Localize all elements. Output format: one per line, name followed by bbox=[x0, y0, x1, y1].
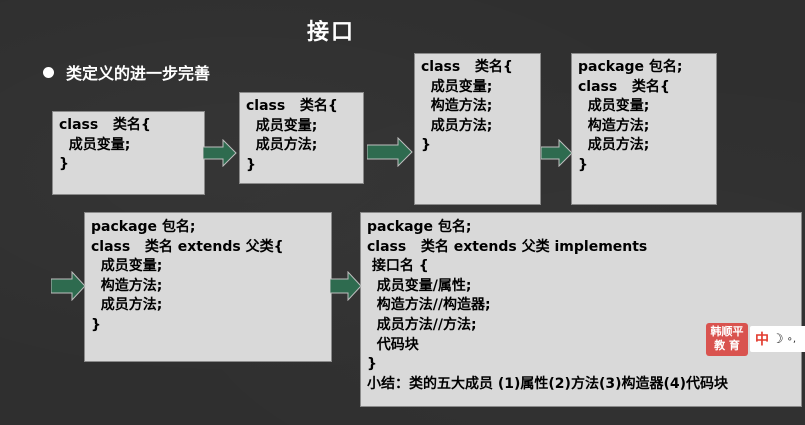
badge-line: 教 育 bbox=[714, 339, 740, 352]
code-line: } bbox=[367, 356, 377, 373]
bullet-row: 类定义的进一步完善 bbox=[43, 60, 210, 84]
code-line: 构造方法//构造器; bbox=[367, 297, 491, 314]
badge-line: 韩顺平 bbox=[710, 325, 744, 338]
code-line: 构造方法; bbox=[421, 98, 493, 114]
code-line: 成员变量; bbox=[59, 136, 131, 153]
code-line: 成员方法; bbox=[91, 297, 163, 313]
code-line: 成员变量; bbox=[421, 78, 493, 95]
code-line: package 包名; bbox=[578, 59, 683, 75]
ime-toolbar[interactable]: 中 ☽ ∘, bbox=[750, 326, 805, 352]
code-line: 代码块 bbox=[367, 336, 419, 353]
ime-mode-toggle[interactable]: 中 bbox=[755, 332, 769, 348]
arrow-right-icon bbox=[330, 271, 362, 301]
moon-icon[interactable]: ☽ bbox=[772, 331, 784, 347]
brand-logo-badge: 韩顺平 教 育 bbox=[706, 323, 748, 356]
summary-line: 小结：类的五大成员 (1)属性(2)方法(3)构造器(4)代码块 bbox=[367, 375, 729, 392]
code-line: 构造方法; bbox=[91, 277, 163, 294]
code-line: class 类名{ bbox=[421, 59, 513, 75]
code-line: } bbox=[246, 156, 256, 173]
code-line: class 类名 extends 父类 implements bbox=[367, 238, 648, 255]
code-line: 构造方法; bbox=[578, 117, 650, 134]
code-line: } bbox=[91, 316, 101, 333]
class-box-1: class 类名{ 成员变量; } bbox=[52, 111, 205, 195]
arrow-right-icon bbox=[203, 139, 237, 167]
code-line: class 类名 extends 父类{ bbox=[91, 238, 284, 255]
code-line: package 包名; bbox=[91, 219, 196, 235]
class-box-6: package 包名; class 类名 extends 父类 implemen… bbox=[360, 212, 802, 407]
code-line: 成员方法; bbox=[246, 137, 318, 153]
class-box-5: package 包名; class 类名 extends 父类{ 成员变量; 构… bbox=[84, 212, 332, 362]
code-line: 成员方法//方法; bbox=[367, 316, 477, 333]
code-line: 成员变量; bbox=[246, 117, 318, 134]
code-line: package 包名; bbox=[367, 219, 472, 235]
code-line: } bbox=[421, 137, 431, 153]
punctuation-icon[interactable]: ∘, bbox=[786, 333, 797, 345]
arrow-right-icon bbox=[541, 139, 573, 167]
class-box-3: class 类名{ 成员变量; 构造方法; 成员方法; } bbox=[414, 53, 541, 205]
code-line: class 类名{ bbox=[578, 78, 670, 95]
code-line: 接口名 { bbox=[367, 258, 429, 275]
code-line: 成员变量; bbox=[91, 258, 163, 274]
code-line: } bbox=[578, 156, 588, 173]
code-line: class 类名{ bbox=[59, 117, 151, 133]
code-line: 成员变量/属性; bbox=[367, 277, 472, 294]
arrow-right-icon bbox=[51, 271, 86, 301]
class-box-2: class 类名{ 成员变量; 成员方法; } bbox=[239, 92, 364, 184]
code-line: } bbox=[59, 156, 69, 172]
bullet-dot-icon bbox=[43, 66, 54, 78]
code-line: 成员方法; bbox=[421, 117, 493, 134]
code-line: 成员变量; bbox=[578, 98, 650, 114]
arrow-right-icon bbox=[367, 137, 413, 167]
code-line: 成员方法; bbox=[578, 137, 650, 153]
slide-title: 接口 bbox=[307, 20, 356, 45]
code-line: class 类名{ bbox=[246, 98, 338, 114]
class-box-4: package 包名; class 类名{ 成员变量; 构造方法; 成员方法; … bbox=[571, 53, 717, 205]
bullet-text: 类定义的进一步完善 bbox=[66, 64, 211, 83]
